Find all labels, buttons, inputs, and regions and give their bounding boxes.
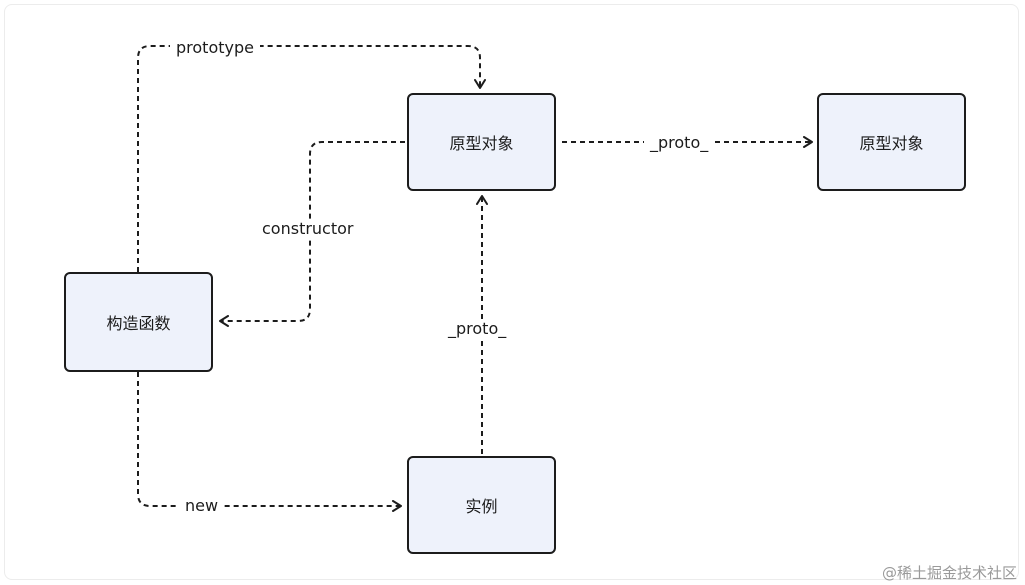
edge-constructor — [219, 141, 405, 327]
edge-label-new: new — [179, 496, 225, 516]
watermark-text: @稀土掘金技术社区 — [881, 564, 1017, 582]
prototype-object-node-2: 原型对象 — [817, 93, 966, 191]
edge-label-constructor: constructor — [256, 219, 360, 239]
edge-label-prototype: prototype — [170, 38, 260, 58]
prototype-object-node: 原型对象 — [407, 93, 556, 191]
edge-label-proto-instance: _proto_ — [442, 319, 513, 339]
constructor-function-node: 构造函数 — [64, 272, 213, 372]
diagram-frame — [4, 4, 1019, 580]
edge-prototype — [137, 45, 486, 272]
instance-node: 实例 — [407, 456, 556, 554]
edge-new — [137, 372, 402, 512]
edge-label-proto-chain: _proto_ — [644, 133, 715, 153]
